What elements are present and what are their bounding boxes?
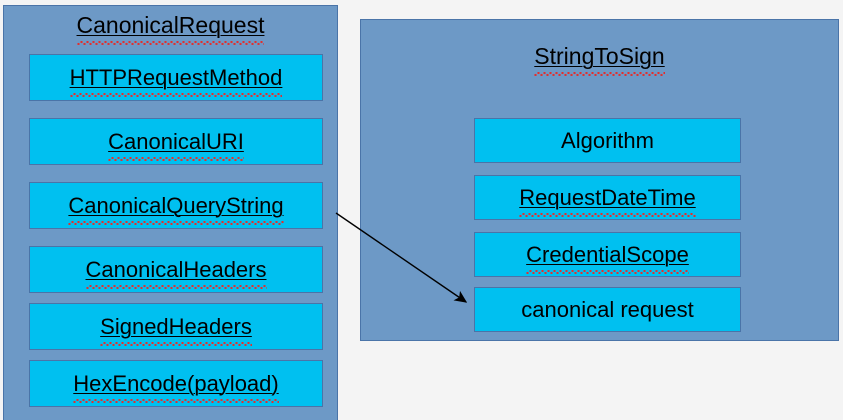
group-title-canonical-request-text: CanonicalRequest [76, 12, 265, 45]
field-label-canonical-request-value: canonical request [521, 296, 694, 322]
field-box-http-request-method[interactable]: HTTPRequestMethod [29, 54, 323, 101]
field-label-request-date-time: RequestDateTime [519, 184, 697, 217]
field-box-hex-encode-payload[interactable]: HexEncode(payload) [29, 360, 323, 407]
group-string-to-sign[interactable]: StringToSign Algorithm RequestDateTime C… [360, 19, 839, 341]
field-label-canonical-query-string: CanonicalQueryString [68, 192, 284, 225]
field-box-request-date-time[interactable]: RequestDateTime [474, 175, 741, 220]
field-box-canonical-request-value[interactable]: canonical request [474, 287, 741, 332]
field-box-canonical-uri[interactable]: CanonicalURI [29, 118, 323, 165]
field-label-canonical-headers: CanonicalHeaders [85, 256, 267, 289]
group-title-string-to-sign: StringToSign [361, 43, 838, 76]
group-canonical-request[interactable]: CanonicalRequest HTTPRequestMethod Canon… [3, 5, 338, 420]
group-title-canonical-request: CanonicalRequest [4, 12, 337, 45]
field-label-credential-scope: CredentialScope [526, 241, 689, 274]
field-box-algorithm[interactable]: Algorithm [474, 118, 741, 163]
group-title-string-to-sign-text: StringToSign [534, 43, 666, 76]
field-box-signed-headers[interactable]: SignedHeaders [29, 303, 323, 350]
field-label-http-request-method: HTTPRequestMethod [69, 64, 283, 97]
field-label-canonical-uri: CanonicalURI [108, 128, 244, 161]
field-box-credential-scope[interactable]: CredentialScope [474, 232, 741, 277]
field-label-hex-encode-payload: HexEncode(payload) [73, 370, 280, 403]
field-box-canonical-headers[interactable]: CanonicalHeaders [29, 246, 323, 293]
field-label-algorithm: Algorithm [561, 127, 654, 153]
field-box-canonical-query-string[interactable]: CanonicalQueryString [29, 182, 323, 229]
field-label-signed-headers: SignedHeaders [100, 313, 252, 346]
